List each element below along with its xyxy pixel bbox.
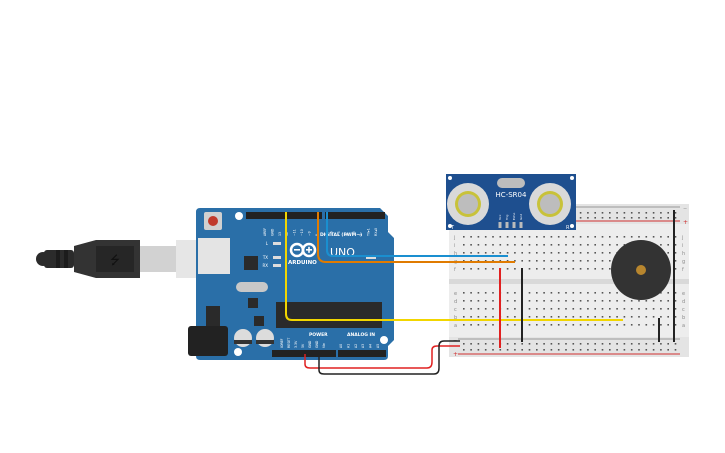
receiver xyxy=(529,183,571,225)
pin-label: ~11 xyxy=(293,229,297,236)
row-letter: f xyxy=(682,267,684,273)
pin-label: AREF xyxy=(263,228,267,236)
row-letter: a xyxy=(682,323,685,329)
usb-icon: ⭍ xyxy=(110,253,120,267)
pin-label: RX◂0 xyxy=(374,228,378,236)
row-letter: f xyxy=(454,267,456,273)
power-header[interactable] xyxy=(272,350,336,357)
row-letter: a xyxy=(454,323,457,329)
arduino-logo xyxy=(289,242,317,258)
ground-wire[interactable] xyxy=(318,340,460,375)
power-jack xyxy=(188,326,228,356)
led-rx-label: RX xyxy=(262,263,268,268)
row-letter: h xyxy=(454,251,457,257)
pin-label: A5 xyxy=(376,344,380,348)
sensor-t-label: T xyxy=(450,225,455,231)
row-letter: j xyxy=(681,235,683,241)
pin-label: ~3 xyxy=(352,231,356,236)
row-letter: j xyxy=(453,235,455,241)
transmitter xyxy=(447,183,489,225)
crystal xyxy=(236,282,268,292)
row-letter: d xyxy=(454,299,457,305)
row-letter: e xyxy=(682,291,685,297)
power-label: POWER xyxy=(309,332,328,338)
pin-label: 5V xyxy=(301,343,305,348)
pin-label: Vin xyxy=(322,343,326,348)
sensor-pin[interactable] xyxy=(498,222,502,228)
pin-label: ~6 xyxy=(330,231,334,236)
led-l-label: L xyxy=(266,241,269,246)
piezo-buzzer[interactable] xyxy=(611,240,671,300)
pin-label: 7 xyxy=(322,234,326,236)
pin-label: ~5 xyxy=(337,231,341,236)
pin-label: TX▸1 xyxy=(367,228,371,237)
breadboard-holes[interactable] xyxy=(463,212,677,351)
pin-label: A4 xyxy=(369,344,373,348)
pin-label: 8 xyxy=(315,234,319,236)
sensor-pin-label: Gnd xyxy=(519,214,523,220)
led-tx-label: TX xyxy=(262,255,268,260)
rail-plus-top: + xyxy=(683,219,688,226)
wires xyxy=(285,210,675,375)
row-letter: i xyxy=(454,243,455,249)
usb-cable[interactable]: ⭍ xyxy=(36,240,198,278)
digital-header-right[interactable] xyxy=(325,212,385,219)
buzzer-signal-wire[interactable] xyxy=(285,212,623,321)
rail-minus-top: − xyxy=(683,206,687,212)
trig-wire[interactable] xyxy=(326,212,508,257)
pin-label: ~10 xyxy=(300,229,304,236)
row-letter: b xyxy=(682,315,685,321)
sensor-pin[interactable] xyxy=(512,222,516,228)
atmega-chip xyxy=(276,302,382,328)
row-letter: c xyxy=(454,307,457,313)
row-letter: c xyxy=(682,307,685,313)
pin-label: 2 xyxy=(359,234,363,236)
pin-label: GND xyxy=(308,340,312,348)
row-letter: b xyxy=(454,315,457,321)
sensor-pin-label: Trig xyxy=(505,215,509,221)
brand-label: ARDUINO xyxy=(288,260,317,266)
row-letter: i xyxy=(682,243,683,249)
row-letter: d xyxy=(682,299,685,305)
digital-header-left[interactable] xyxy=(246,212,322,219)
row-letter: g xyxy=(682,259,685,265)
sensor-r-label: R xyxy=(566,225,570,231)
pin-label: GND xyxy=(270,228,274,236)
pin-label: RESET xyxy=(287,338,291,348)
pin-label: GND xyxy=(315,340,319,348)
power-5v-wire[interactable] xyxy=(304,345,460,369)
row-letter: h xyxy=(682,251,685,257)
pin-label: ~9 xyxy=(307,231,311,236)
sensor-model-label: HC-SR04 xyxy=(496,191,527,199)
pin-label: A3 xyxy=(361,344,365,348)
pin-label: IOREF xyxy=(280,338,284,348)
pin-label: 3.3V xyxy=(294,340,298,348)
sensor-pin[interactable] xyxy=(505,222,509,228)
sensor-pin-label: Echo xyxy=(512,213,516,220)
analog-label: ANALOG IN xyxy=(347,332,375,338)
pin-label: 12 xyxy=(285,232,289,236)
pin-label: A0 xyxy=(339,344,343,348)
board-label: UNO xyxy=(330,246,355,259)
sensor-pin-label: Vcc xyxy=(498,214,502,220)
pin-label: 13 xyxy=(278,232,282,236)
row-letter: e xyxy=(454,291,457,297)
pin-label: 4 xyxy=(344,234,348,236)
analog-header[interactable] xyxy=(338,350,386,357)
pin-label: A1 xyxy=(346,344,350,348)
echo-wire[interactable] xyxy=(317,212,515,263)
sensor-pin[interactable] xyxy=(519,222,523,228)
usb-port xyxy=(198,238,230,274)
rail-plus-bottom: + xyxy=(453,351,458,358)
arduino-uno-board[interactable]: L TX RX ARDUINO UNO DIGITAL (PWM~) POWER… xyxy=(188,208,394,360)
digital-label: DIGITAL (PWM~) xyxy=(320,232,362,238)
pin-label: A2 xyxy=(354,344,358,348)
